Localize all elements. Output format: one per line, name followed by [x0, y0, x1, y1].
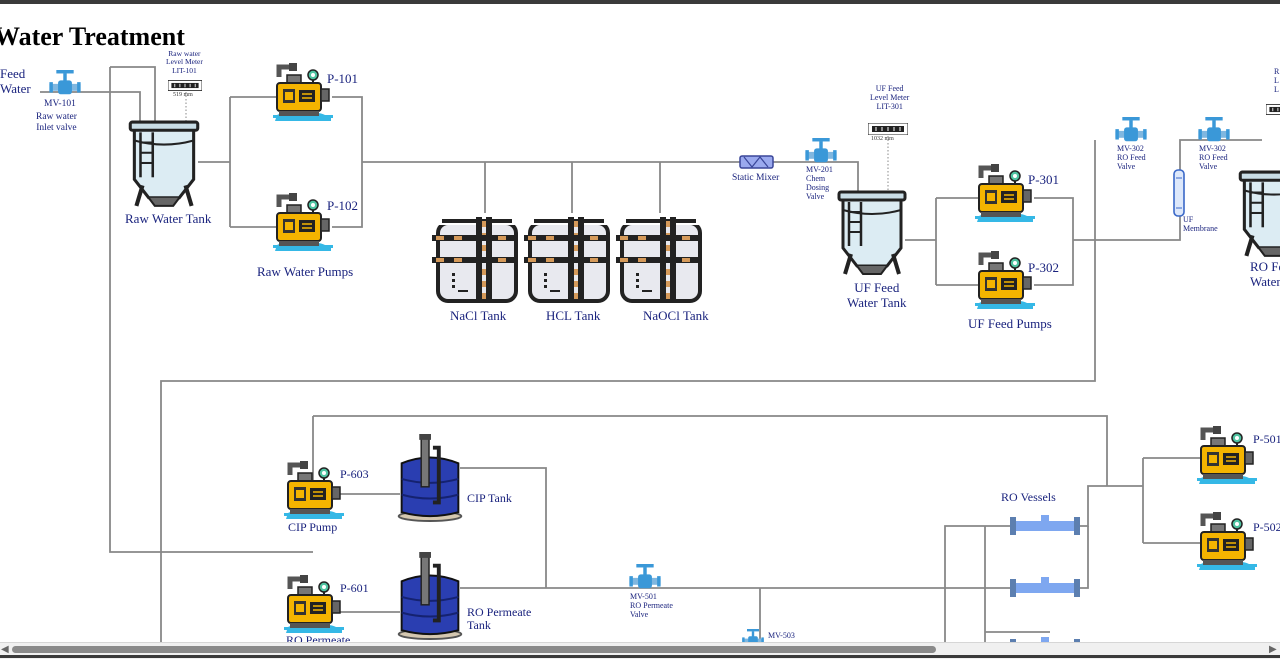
mv302a-valve-icon — [1115, 117, 1147, 142]
lit101-title: Raw water Level Meter LIT-101 — [166, 49, 203, 75]
mv302b-valve-icon — [1198, 117, 1230, 142]
naocl-tank-icon — [616, 213, 702, 303]
p501-pump-icon — [1197, 426, 1257, 484]
nacl-tank-label: NaCl Tank — [450, 308, 507, 323]
process-diagram — [40, 0, 1280, 642]
window-bottom-border — [0, 655, 1280, 658]
mv302b-label: MV-302 RO Feed Valve — [1199, 144, 1228, 171]
ro-vessels-label: RO Vessels — [1001, 490, 1056, 504]
p601-label: P-601 — [340, 581, 369, 595]
static-mixer-label: Static Mixer — [732, 173, 780, 183]
ro-permeate-tank-label: RO Permeate Tank — [467, 605, 532, 633]
lit401-partial-label: R L L — [1274, 67, 1280, 94]
p102-label: P-102 — [327, 198, 359, 213]
ro-vessel-2-icon — [1010, 577, 1080, 597]
feed-water-label: Feed Water — [0, 66, 31, 96]
lit101-reading: 519 mm — [173, 92, 193, 98]
p502-label: P-502 — [1253, 520, 1280, 534]
uf-feed-pumps-label: UF Feed Pumps — [968, 316, 1052, 331]
lit301-reading: 1032 mm — [871, 136, 894, 142]
p501-label: P-501 — [1253, 432, 1280, 446]
mv501-valve-icon — [629, 564, 661, 589]
uf-feed-water-tank-icon — [839, 192, 905, 274]
lit301-level-meter-icon — [868, 123, 908, 135]
cip-tank-icon — [397, 434, 463, 522]
p301-pump-icon — [975, 164, 1035, 222]
lit101-level-meter-icon — [168, 80, 202, 91]
mv503-label: MV-503 — [768, 631, 795, 640]
static-mixer-icon — [739, 155, 774, 169]
mv101-desc: Raw water Inlet valve — [36, 112, 77, 133]
p601-pump-icon — [284, 575, 344, 633]
ro-feed-water-tank-icon — [1240, 172, 1280, 256]
page-title: Water Treatment — [0, 22, 185, 51]
mv101-label: MV-101 — [44, 99, 76, 109]
mv501-label: MV-501 RO Permeate Valve — [630, 592, 673, 619]
cip-tank-label: CIP Tank — [467, 491, 512, 505]
p603-label: P-603 — [340, 467, 369, 481]
uf-membrane-label: UF Membrane — [1183, 215, 1218, 233]
cip-pump-label: CIP Pump — [288, 520, 338, 534]
p502-pump-icon — [1197, 512, 1257, 570]
p302-pump-icon — [975, 251, 1035, 309]
p101-label: P-101 — [327, 71, 359, 86]
raw-water-tank-icon — [130, 122, 197, 206]
scroll-right-arrow-icon[interactable]: ▶ — [1269, 644, 1277, 655]
uf-feed-tank-label: UF Feed Water Tank — [847, 280, 907, 310]
lit401-level-meter-icon — [1266, 104, 1280, 115]
uf-membrane-icon — [1173, 169, 1185, 217]
pipe-feed — [40, 91, 141, 122]
raw-water-pumps-label: Raw Water Pumps — [257, 264, 354, 279]
ro-feed-tank-partial-label: RO Fe Water — [1250, 259, 1280, 289]
pipes — [40, 66, 1262, 642]
hcl-tank-label: HCL Tank — [546, 308, 601, 323]
ro-vessel-1-icon — [1010, 515, 1080, 535]
scrollbar-thumb[interactable] — [12, 646, 936, 653]
pipe-loop-top — [110, 66, 156, 122]
lit301-title: UF Feed Level Meter LIT-301 — [870, 84, 910, 111]
mv201-valve-icon — [805, 138, 837, 163]
p301-label: P-301 — [1028, 172, 1060, 187]
p102-pump-icon — [273, 193, 333, 251]
nacl-tank-icon — [432, 213, 518, 303]
mv101-valve-icon — [49, 70, 81, 95]
p302-label: P-302 — [1028, 260, 1060, 275]
p101-pump-icon — [273, 63, 333, 121]
mv302a-label: MV-302 RO Feed Valve — [1117, 144, 1146, 171]
raw-water-tank-label: Raw Water Tank — [125, 211, 212, 226]
mv201-label: MV-201 Chem Dosing Valve — [806, 165, 833, 201]
ro-permeate-tank-icon — [397, 552, 463, 640]
p603-pump-icon — [284, 461, 344, 519]
window-top-border — [0, 0, 1280, 4]
naocl-tank-label: NaOCl Tank — [643, 308, 709, 323]
hcl-tank-icon — [524, 213, 610, 303]
scroll-left-arrow-icon[interactable]: ◀ — [1, 644, 9, 655]
